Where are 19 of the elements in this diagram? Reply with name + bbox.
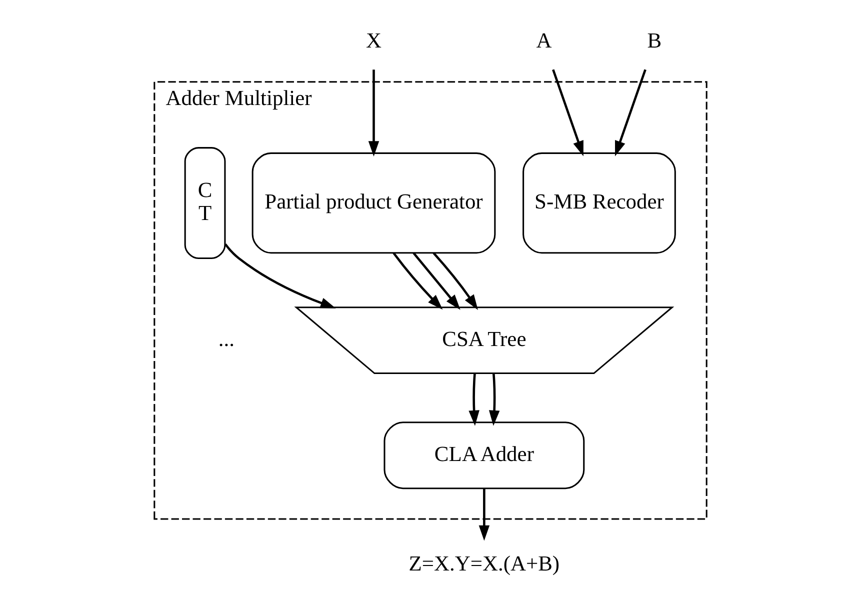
arrow [432,252,478,310]
node-box: Partial product Generator [251,152,496,254]
arrow [614,69,646,156]
node-box: C T [184,147,226,260]
arrow [478,488,490,541]
node-box: S-MB Recoder [522,152,676,254]
arrow [468,374,479,426]
node-text: Z=X.Y=X.(A+B) [408,552,560,576]
arrow [368,70,379,156]
arrow [392,252,442,310]
arrow [552,69,583,156]
arrow [488,374,500,426]
node-text: X [365,28,382,53]
arrow [224,243,336,308]
node-text: A [536,28,552,53]
node-box: CLA Adder [383,422,584,490]
arrow [412,252,460,310]
node-text: B [646,28,662,53]
label: ... [218,326,234,351]
